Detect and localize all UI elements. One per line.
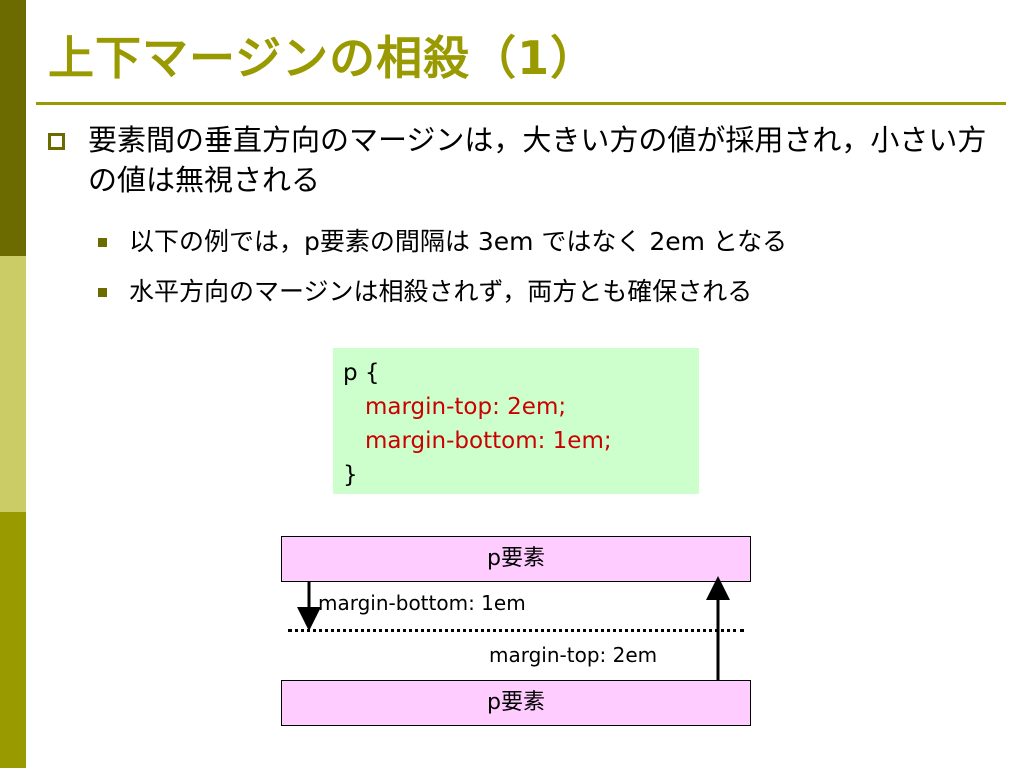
code-margin-top: margin-top: 2em; bbox=[365, 394, 567, 420]
sub-bullet-1: 以下の例では，p要素の間隔は 3em ではなく 2em となる bbox=[98, 225, 787, 259]
main-bullet: 要素間の垂直方向のマージンは，大きい方の値が採用され，小さい方の値は無視される bbox=[48, 120, 988, 200]
p-element-box-top: p要素 bbox=[281, 536, 751, 582]
side-strip-light bbox=[0, 256, 26, 512]
sub-bullet-2-text: 水平方向のマージンは相殺されず，両方とも確保される bbox=[129, 277, 753, 306]
hollow-square-bullet-icon bbox=[48, 133, 65, 150]
side-strip-dark bbox=[0, 0, 26, 256]
collapsed-margin-line bbox=[288, 629, 744, 632]
code-selector: p { bbox=[343, 360, 380, 386]
main-bullet-text: 要素間の垂直方向のマージンは，大きい方の値が採用され，小さい方の値は無視される bbox=[88, 123, 987, 197]
p-element-box-bottom: p要素 bbox=[281, 680, 751, 726]
sub-bullet-1-text: 以下の例では，p要素の間隔は 3em ではなく 2em となる bbox=[129, 227, 788, 256]
css-code-box: p { margin-top: 2em; margin-bottom: 1em;… bbox=[333, 348, 699, 494]
filled-square-bullet-icon bbox=[98, 288, 107, 297]
code-margin-bottom: margin-bottom: 1em; bbox=[365, 428, 612, 454]
side-strip-mid bbox=[0, 512, 26, 768]
sub-bullet-2: 水平方向のマージンは相殺されず，両方とも確保される bbox=[98, 275, 752, 309]
code-closing-brace: } bbox=[343, 462, 358, 488]
margin-top-label: margin-top: 2em bbox=[489, 643, 658, 667]
slide-title: 上下マージンの相殺（1） bbox=[48, 31, 598, 85]
filled-square-bullet-icon bbox=[98, 238, 107, 247]
margin-bottom-label: margin-bottom: 1em bbox=[318, 591, 526, 615]
title-divider bbox=[36, 102, 1006, 105]
